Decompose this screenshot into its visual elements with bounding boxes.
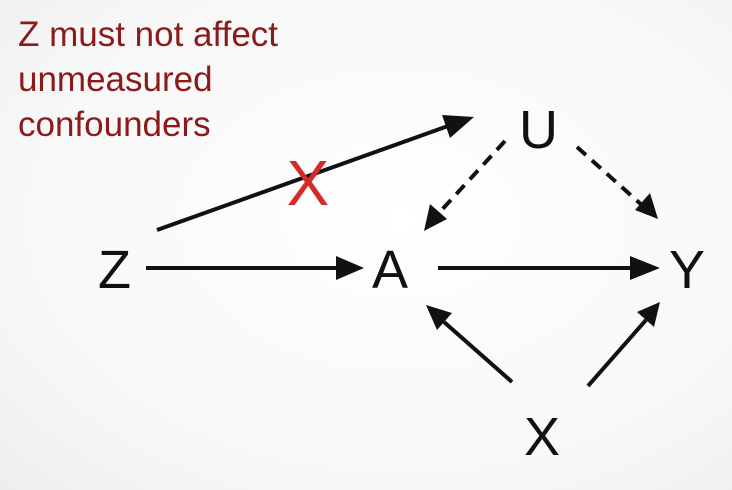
edge-z-to-a: [146, 256, 364, 280]
edge-x-to-a: [426, 305, 514, 384]
node-y: Y: [669, 240, 706, 300]
constraint-note: Z must not affect unmeasured confounders: [18, 12, 278, 147]
note-line-1: Z must not affect: [18, 15, 279, 54]
edge-z-to-u-crossed: [156, 115, 474, 232]
edge-u-to-y-dashed: [575, 145, 658, 219]
edge-u-to-a-dashed: [424, 139, 507, 231]
note-line-2: unmeasured: [18, 60, 213, 99]
edge-x-to-y: [586, 302, 660, 388]
node-x: X: [524, 407, 561, 467]
node-u: U: [519, 100, 558, 160]
node-a: A: [372, 240, 409, 300]
node-z: Z: [98, 240, 131, 300]
cross-out-mark: X: [287, 147, 330, 219]
note-line-3: confounders: [18, 105, 211, 144]
edge-a-to-y: [438, 256, 660, 280]
